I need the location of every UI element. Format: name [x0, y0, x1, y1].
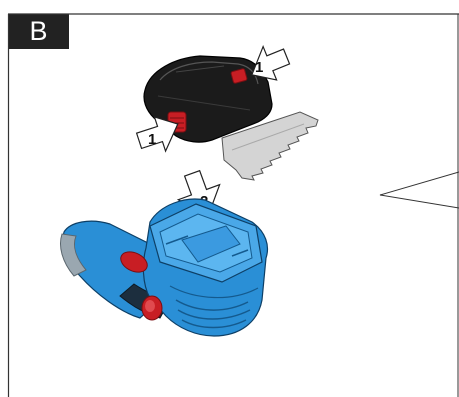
- shear-blade: [221, 111, 319, 181]
- step-1-label-lower: 1: [148, 131, 156, 148]
- tool-switch-top: [120, 251, 148, 273]
- tool-switch-side: [141, 295, 163, 321]
- figure-label: B: [29, 16, 48, 46]
- press-arrow-lower: 1: [135, 115, 179, 153]
- detail-callout-pointer: [379, 171, 459, 209]
- tool-body: [60, 198, 269, 337]
- frame-lines: [7, 13, 459, 397]
- step-1-label-upper: 1: [255, 59, 263, 76]
- press-arrow-upper: 1: [251, 44, 291, 81]
- figure-badge: B: [8, 14, 69, 49]
- release-button-right: [230, 68, 248, 84]
